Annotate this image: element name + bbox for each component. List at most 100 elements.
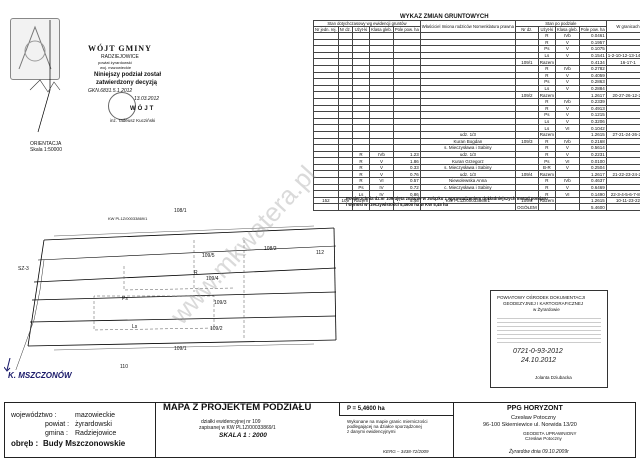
area-value: P = 5,4600 ha [347,406,385,412]
table-cell: 0.33 [392,163,421,172]
table-cell [369,45,394,53]
table-cell: R [537,32,557,40]
table-cell: 109/4 [514,170,539,179]
table-cell [605,64,640,73]
table-cell [605,45,640,53]
kerg-number: KERG – 3438-72/2009 [383,449,429,454]
table-cell [605,97,640,106]
table-cell [419,45,516,53]
table-cell [337,78,353,86]
table-cell [419,84,516,93]
table-cell: s. Mieczysława i Sabiny [419,163,516,172]
parcel-label: SZ-3 [18,266,29,272]
table-cell [313,97,339,106]
table-cell: 1.2617 [578,170,607,179]
table-cell [419,117,516,126]
eagle-seal-icon [10,18,60,80]
table-cell [392,78,421,86]
table-cell: R [351,157,371,165]
parcel-label: 110 [120,364,128,370]
table-cell: 5.4600 [578,203,607,212]
table-cell [605,78,640,86]
table-cell [419,111,516,119]
table-cell [514,157,539,165]
table-cell: R [537,64,557,73]
table-cell [337,170,353,179]
table-cell: Razem [537,170,557,179]
table-cell: 1.86 [392,157,421,165]
col-header: Pole pow. ha [392,26,421,33]
table-cell [351,203,371,212]
cert-date: 24.10.2012 [521,357,557,364]
table-cell [351,117,371,126]
table-cell [392,117,421,126]
table-cell [351,64,371,73]
table-cell [313,104,339,113]
table-cell [605,183,640,192]
note-1: Wykonane na mapie granic mierniczości [347,419,428,424]
table-cell [337,117,353,126]
table-cell [369,58,394,66]
note-line-2: i wynosi w rzeczywistości 5,4600 ha w KW… [346,202,448,207]
table-cell: Kuran Bogdan [419,137,516,146]
table-cell [605,111,640,119]
table-cell: 10-11-23-22 [605,196,640,205]
approval-line-1: Niniejszy podział został [94,72,162,78]
table-cell: B-R [537,163,557,172]
table-cell [605,144,640,152]
changes-table: Stan dotychczasowy wg ewidencji gruntów … [313,20,640,212]
table-cell: IV [369,183,394,192]
table-cell [605,124,640,132]
table-cell: R [537,144,557,152]
table-cell: 0.2504 [578,163,607,172]
table-cell: 0.2339 [578,97,607,106]
table-cell: V [555,45,580,53]
municipality-name: RADZIEJOWICE [101,54,139,60]
table-cell: V [555,150,580,159]
table-cell [605,163,640,172]
table-cell [351,71,371,80]
orientation-label: ORIENTACJA [30,141,62,147]
table-cell [392,97,421,106]
table-cell: IVb [555,64,580,73]
table-cell [419,124,516,132]
table-cell: 0.0461 [578,32,607,40]
table-cell: 0.2231 [578,150,607,159]
table-cell [351,84,371,93]
table-cell [369,64,394,73]
table-cell [337,104,353,113]
table-cell [337,150,353,159]
table-cell: 0.4134 [578,58,607,66]
table-cell [419,58,516,66]
table-cell [313,51,339,60]
table-cell: 1.2615 [578,196,607,205]
table-cell [313,32,339,40]
municipal-stamp: WÓJT GMINY RADZIEJOWICE powiat żyrardows… [6,8,166,123]
table-cell [514,130,539,139]
voivodeship-name: woj. mazowieckie [100,65,132,70]
office-title: WÓJT GMINY [88,44,152,53]
table-cell: Ls [537,84,557,93]
table-cell: V [555,163,580,172]
table-cell [351,97,371,106]
table-cell: R [537,97,557,106]
table-cell [514,104,539,113]
table-cell: OGÓŁEM [514,203,539,212]
firm-date: Żyrardów dnia 09.10.2009r [509,449,569,455]
table-cell [514,124,539,132]
table-cell [605,38,640,47]
table-cell [313,71,339,80]
area-box [339,415,453,416]
cert-line-2: GEODEZYJNEJ I KARTOGRAFICZNEJ [503,301,584,306]
table-cell [605,104,640,113]
table-cell [313,78,339,86]
map-title: MAPA Z PROJEKTEM PODZIAŁU [163,402,312,413]
table-cell: Ps [537,78,557,86]
table-cell: Niewolewska Anna [419,177,516,185]
